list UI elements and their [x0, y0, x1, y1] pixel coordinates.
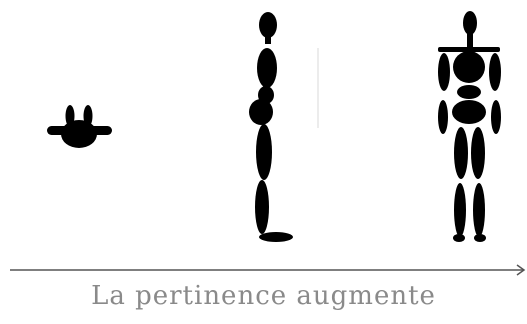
relevance-arrow [10, 265, 524, 275]
front-view-right-upper-arm [489, 53, 501, 91]
side-view-hip [249, 99, 273, 125]
front-view-waist [457, 85, 481, 99]
front-view-left-forearm [438, 100, 448, 134]
side-view-head [259, 12, 277, 38]
side-view-upper-torso [257, 48, 277, 88]
front-view-right-shin [473, 183, 485, 237]
mannequin-top-view [47, 105, 112, 148]
side-view-neck [265, 36, 271, 44]
top-view-body [61, 120, 97, 148]
front-view-right-forearm [491, 100, 501, 134]
top-view-left-foot [66, 105, 75, 127]
front-view-right-foot [474, 234, 486, 242]
side-view-shin [255, 180, 269, 234]
front-view-right-thigh [471, 127, 485, 179]
front-view-neck [467, 33, 473, 47]
front-view-left-upper-arm [438, 53, 450, 91]
side-view-foot [259, 232, 293, 242]
mannequin-side-view [249, 12, 318, 242]
mannequin-front-view [438, 11, 501, 242]
front-view-left-shin [454, 183, 466, 237]
front-view-chest [453, 51, 485, 83]
top-view-right-foot [84, 105, 93, 127]
side-view-thigh [256, 124, 272, 180]
front-view-left-thigh [454, 127, 468, 179]
front-view-pelvis [452, 100, 486, 124]
front-view-left-foot [453, 234, 465, 242]
caption: La pertinence augmente [0, 283, 527, 309]
front-view-head [463, 11, 477, 35]
